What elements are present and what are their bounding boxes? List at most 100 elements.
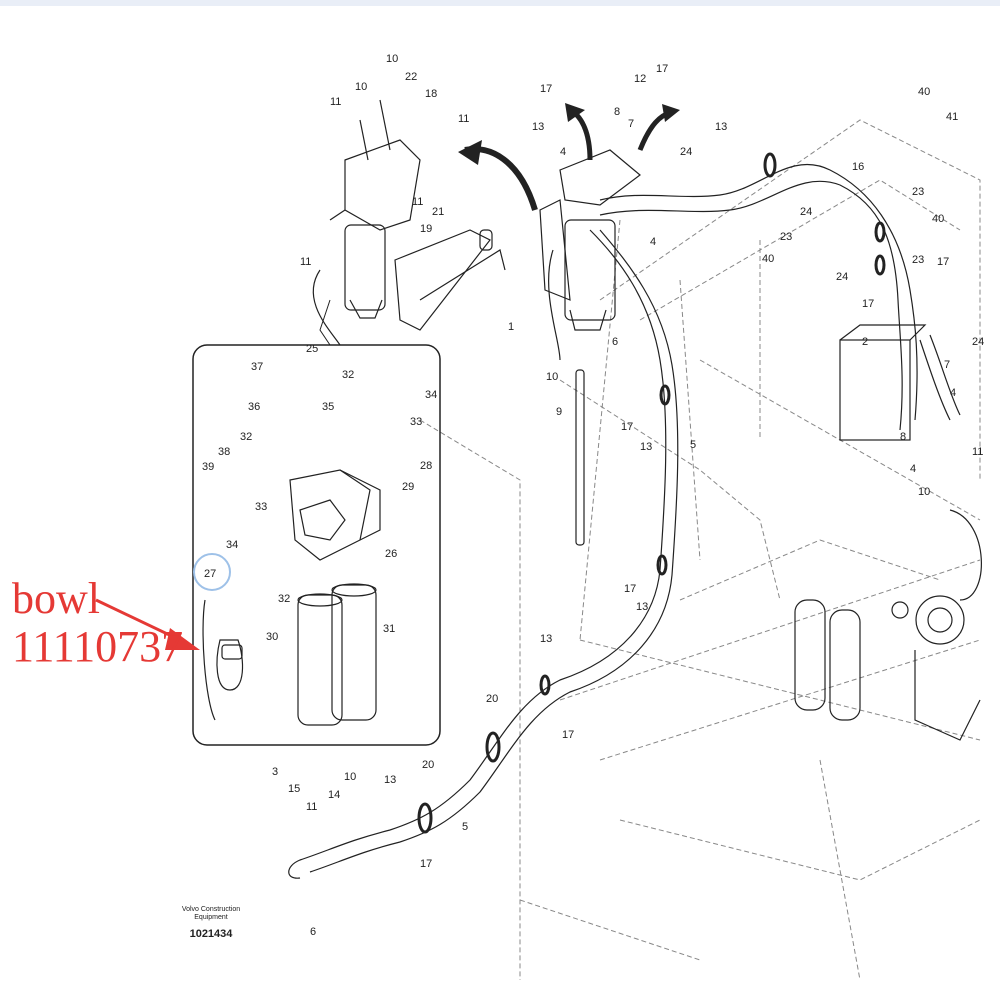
drawing-number: 1021434 bbox=[189, 928, 233, 940]
label-24: 24 bbox=[800, 206, 812, 218]
label-33: 33 bbox=[410, 416, 422, 428]
label-4: 4 bbox=[950, 387, 956, 399]
label-35: 35 bbox=[322, 401, 334, 413]
label-13: 13 bbox=[640, 441, 652, 453]
inset-filter-head bbox=[202, 469, 381, 726]
callout-arrow-line bbox=[95, 598, 181, 642]
label-32: 32 bbox=[240, 431, 252, 443]
label-3: 3 bbox=[272, 766, 278, 778]
label-9: 9 bbox=[556, 406, 562, 418]
label-17: 17 bbox=[621, 421, 633, 433]
label-30: 30 bbox=[266, 631, 278, 643]
label-17: 17 bbox=[540, 83, 552, 95]
label-17: 17 bbox=[420, 858, 432, 870]
label-4: 4 bbox=[910, 463, 916, 475]
label-10: 10 bbox=[386, 53, 398, 65]
label-32: 32 bbox=[278, 593, 290, 605]
label-18: 18 bbox=[425, 88, 437, 100]
inset-connection-line bbox=[319, 299, 331, 346]
label-5: 5 bbox=[690, 439, 696, 451]
filter-assembly-center bbox=[539, 149, 641, 546]
label-28: 28 bbox=[420, 460, 432, 472]
label-17: 17 bbox=[937, 256, 949, 268]
label-21: 21 bbox=[432, 206, 444, 218]
label-10: 10 bbox=[355, 81, 367, 93]
label-13: 13 bbox=[384, 774, 396, 786]
callout-arrow-head bbox=[165, 628, 200, 650]
machine-frame-outline bbox=[419, 119, 981, 981]
brand-line-2: Equipment bbox=[194, 914, 228, 921]
label-16: 16 bbox=[852, 161, 864, 173]
label-7: 7 bbox=[628, 118, 634, 130]
label-11: 11 bbox=[458, 113, 469, 125]
label-11: 11 bbox=[330, 96, 341, 108]
top-strip bbox=[0, 0, 1000, 6]
label-24: 24 bbox=[836, 271, 848, 283]
label-6: 6 bbox=[310, 926, 316, 938]
label-17: 17 bbox=[656, 63, 668, 75]
label-19: 19 bbox=[420, 223, 432, 235]
label-32: 32 bbox=[342, 369, 354, 381]
label-13: 13 bbox=[636, 601, 648, 613]
label-36: 36 bbox=[248, 401, 260, 413]
engine-components bbox=[794, 324, 982, 741]
label-17: 17 bbox=[562, 729, 574, 741]
label-7: 7 bbox=[944, 359, 950, 371]
label-8: 8 bbox=[614, 106, 620, 118]
bowl-callout: bowl 11110737 bbox=[12, 575, 183, 671]
label-23: 23 bbox=[912, 254, 924, 266]
label-39: 39 bbox=[202, 461, 214, 473]
label-33: 33 bbox=[255, 501, 267, 513]
label-11: 11 bbox=[300, 256, 311, 268]
label-24: 24 bbox=[680, 146, 692, 158]
label-4: 4 bbox=[650, 236, 656, 248]
label-37: 37 bbox=[251, 361, 263, 373]
filter-assembly-top-left bbox=[312, 99, 506, 346]
label-10: 10 bbox=[546, 371, 558, 383]
label-17: 17 bbox=[624, 583, 636, 595]
callout-part-number: 11110737 bbox=[12, 622, 184, 671]
label-40: 40 bbox=[918, 86, 930, 98]
label-34: 34 bbox=[425, 389, 437, 401]
brand-line-1: Volvo Construction bbox=[181, 906, 241, 913]
label-29: 29 bbox=[402, 481, 414, 493]
label-14: 14 bbox=[328, 789, 340, 801]
label-11: 11 bbox=[306, 801, 317, 813]
label-13: 13 bbox=[532, 121, 544, 133]
label-13: 13 bbox=[715, 121, 727, 133]
label-22: 22 bbox=[405, 71, 417, 83]
label-10: 10 bbox=[918, 486, 930, 498]
label-5: 5 bbox=[462, 821, 468, 833]
label-12: 12 bbox=[634, 73, 646, 85]
label-15: 15 bbox=[288, 783, 300, 795]
fuel-hoses bbox=[288, 163, 961, 879]
label-24: 24 bbox=[972, 336, 984, 348]
label-6: 6 bbox=[612, 336, 618, 348]
label-11: 11 bbox=[412, 196, 423, 208]
label-8: 8 bbox=[900, 431, 906, 443]
inset-detail-box bbox=[192, 344, 441, 746]
label-25: 25 bbox=[306, 343, 318, 355]
label-13: 13 bbox=[540, 633, 552, 645]
label-38: 38 bbox=[218, 446, 230, 458]
label-41: 41 bbox=[946, 111, 958, 123]
label-34: 34 bbox=[226, 539, 238, 551]
part-labels: 10 10 22 18 11 11 11 21 19 11 1 25 17 13… bbox=[202, 53, 984, 938]
label-27: 27 bbox=[204, 568, 216, 580]
arrow-head-center bbox=[565, 103, 585, 122]
callout-title: bowl bbox=[12, 574, 100, 623]
label-31: 31 bbox=[383, 623, 395, 635]
hose-clamps bbox=[417, 152, 886, 834]
label-1: 1 bbox=[508, 321, 514, 333]
label-23: 23 bbox=[780, 231, 792, 243]
label-20: 20 bbox=[422, 759, 434, 771]
arrow-head-top-left bbox=[458, 140, 482, 165]
label-4: 4 bbox=[560, 146, 566, 158]
highlight-circle-27 bbox=[193, 553, 231, 591]
label-17: 17 bbox=[862, 298, 874, 310]
label-23: 23 bbox=[912, 186, 924, 198]
label-40: 40 bbox=[762, 253, 774, 265]
label-11: 11 bbox=[972, 446, 983, 458]
label-26: 26 bbox=[385, 548, 397, 560]
label-20: 20 bbox=[486, 693, 498, 705]
